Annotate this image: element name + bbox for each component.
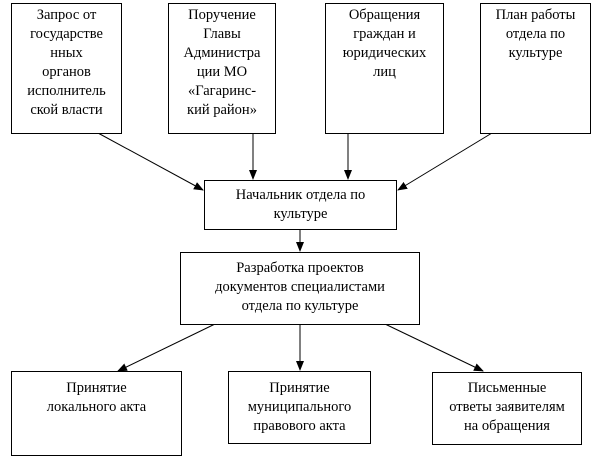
box-text-line: на обращения: [464, 418, 550, 434]
box-text-line: граждан и: [353, 26, 416, 42]
box-text-line: ции МО: [196, 64, 248, 80]
arrow-drafting-to-local: [117, 323, 216, 372]
box-text-line: отдела по культуре: [241, 298, 359, 314]
box-text-line: Письменные: [467, 380, 547, 396]
box-text-line: юридических: [342, 45, 427, 61]
box-text-line: ской власти: [30, 102, 103, 118]
box-text-line: отдела по: [505, 26, 566, 42]
box-text-line: Принятие: [66, 380, 127, 396]
source-head-order-box: Поручение Главы Администра ции МО «Гагар…: [168, 3, 276, 134]
source-citizens-appeals-box: Обращения граждан и юридических лиц: [325, 3, 444, 134]
box-text-line: нных: [50, 45, 83, 61]
arrow-state-to-head: [97, 132, 204, 191]
box-text-line: муниципального: [247, 399, 352, 415]
box-text-line: Поручение: [188, 7, 256, 23]
box-text-line: «Гагаринс-: [187, 83, 257, 99]
box-text-line: ответы заявителям: [449, 399, 565, 415]
box-text-line: локального акта: [46, 399, 147, 415]
box-text-line: правового акта: [253, 418, 346, 434]
box-text-line: Принятие: [269, 380, 330, 396]
box-text-line: государстве: [30, 26, 103, 42]
box-text-line: лиц: [373, 64, 396, 80]
box-text-line: культуре: [508, 45, 563, 61]
box-text-line: культуре: [273, 206, 328, 222]
arrow-drafting-to-replies: [384, 323, 484, 372]
box-text-line: документов специалистами: [215, 279, 385, 295]
department-head-box: Начальник отдела по культуре: [204, 180, 397, 230]
document-drafting-box: Разработка проектов документов специалис…: [180, 252, 420, 325]
box-text-line: Обращения: [348, 7, 421, 23]
box-text-line: органов: [42, 64, 91, 80]
box-text-line: Начальник отдела по: [235, 187, 366, 203]
box-text-line: Разработка проектов: [236, 260, 364, 276]
box-text-line: План работы: [495, 7, 576, 23]
output-written-replies-box: Письменные ответы заявителям на обращени…: [432, 372, 582, 445]
source-state-request-box: Запрос от государстве нных органов испол…: [11, 3, 122, 134]
output-local-act-box: Принятие локального акта: [11, 371, 182, 456]
box-text-line: исполнитель: [27, 83, 106, 99]
box-text-line: кий район»: [187, 102, 257, 118]
output-municipal-act-box: Принятие муниципального правового акта: [228, 371, 371, 444]
box-text-line: Администра: [183, 45, 261, 61]
box-text-line: Запрос от: [36, 7, 97, 23]
source-work-plan-box: План работы отдела по культуре: [480, 3, 591, 134]
box-text-line: Главы: [203, 26, 241, 42]
arrow-plan-to-head: [397, 132, 493, 191]
